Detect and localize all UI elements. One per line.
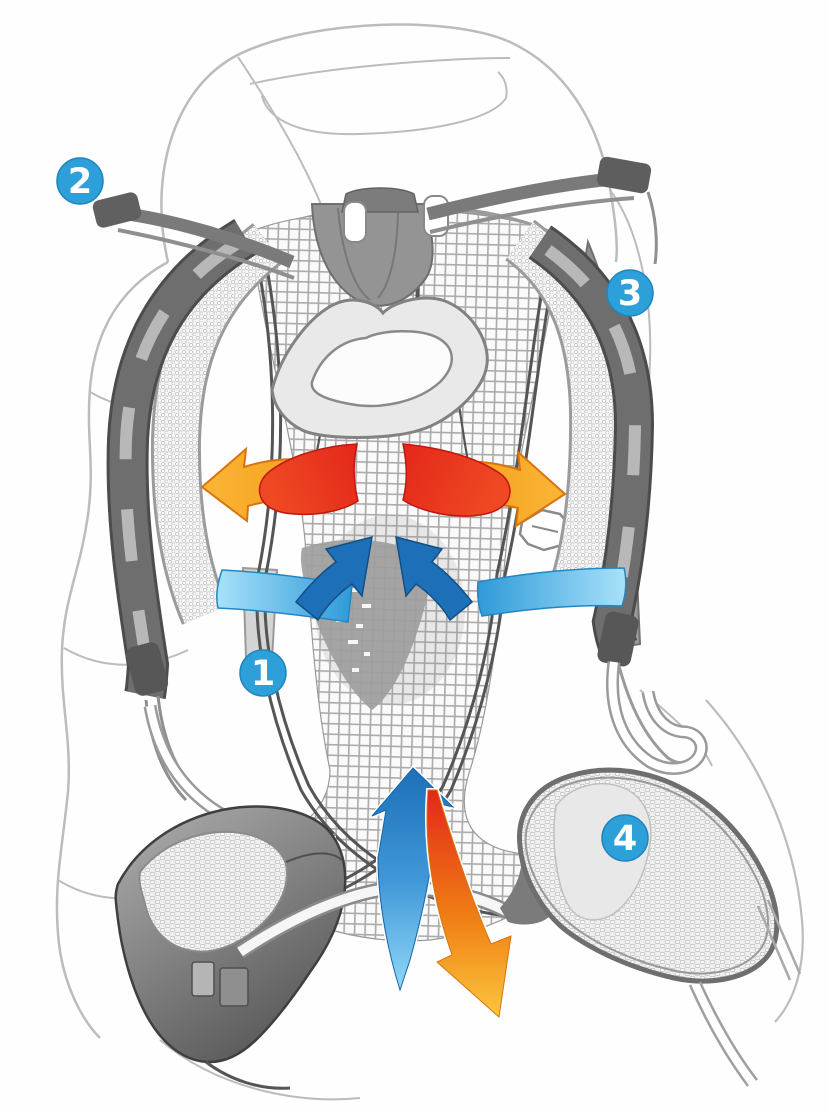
load-lifter-right [426,156,658,265]
callout-1-number: 1 [251,654,275,694]
harness-yoke [310,187,449,307]
frame-plate [270,296,489,439]
cool-air-in-left-arrow [216,535,373,623]
shoulder-strap-right [504,219,708,775]
warm-air-out-right-arrow [402,443,567,528]
warm-air-out-left-arrow [200,443,359,523]
callout-2-number: 2 [68,162,92,202]
callout-3: 3 [606,269,654,317]
callout-2: 2 [56,157,104,205]
callout-3-number: 3 [618,274,642,314]
warm-air-escape-arrow [425,788,514,1021]
cool-air-in-right-arrow [395,535,627,622]
callout-1: 1 [239,649,287,697]
hip-wing-left [114,805,347,1090]
callout-4-number: 4 [613,819,637,859]
hip-fin-right [500,767,802,1087]
load-lifter-left [92,192,295,280]
shoulder-strap-left [106,218,337,847]
callout-4: 4 [601,814,649,862]
